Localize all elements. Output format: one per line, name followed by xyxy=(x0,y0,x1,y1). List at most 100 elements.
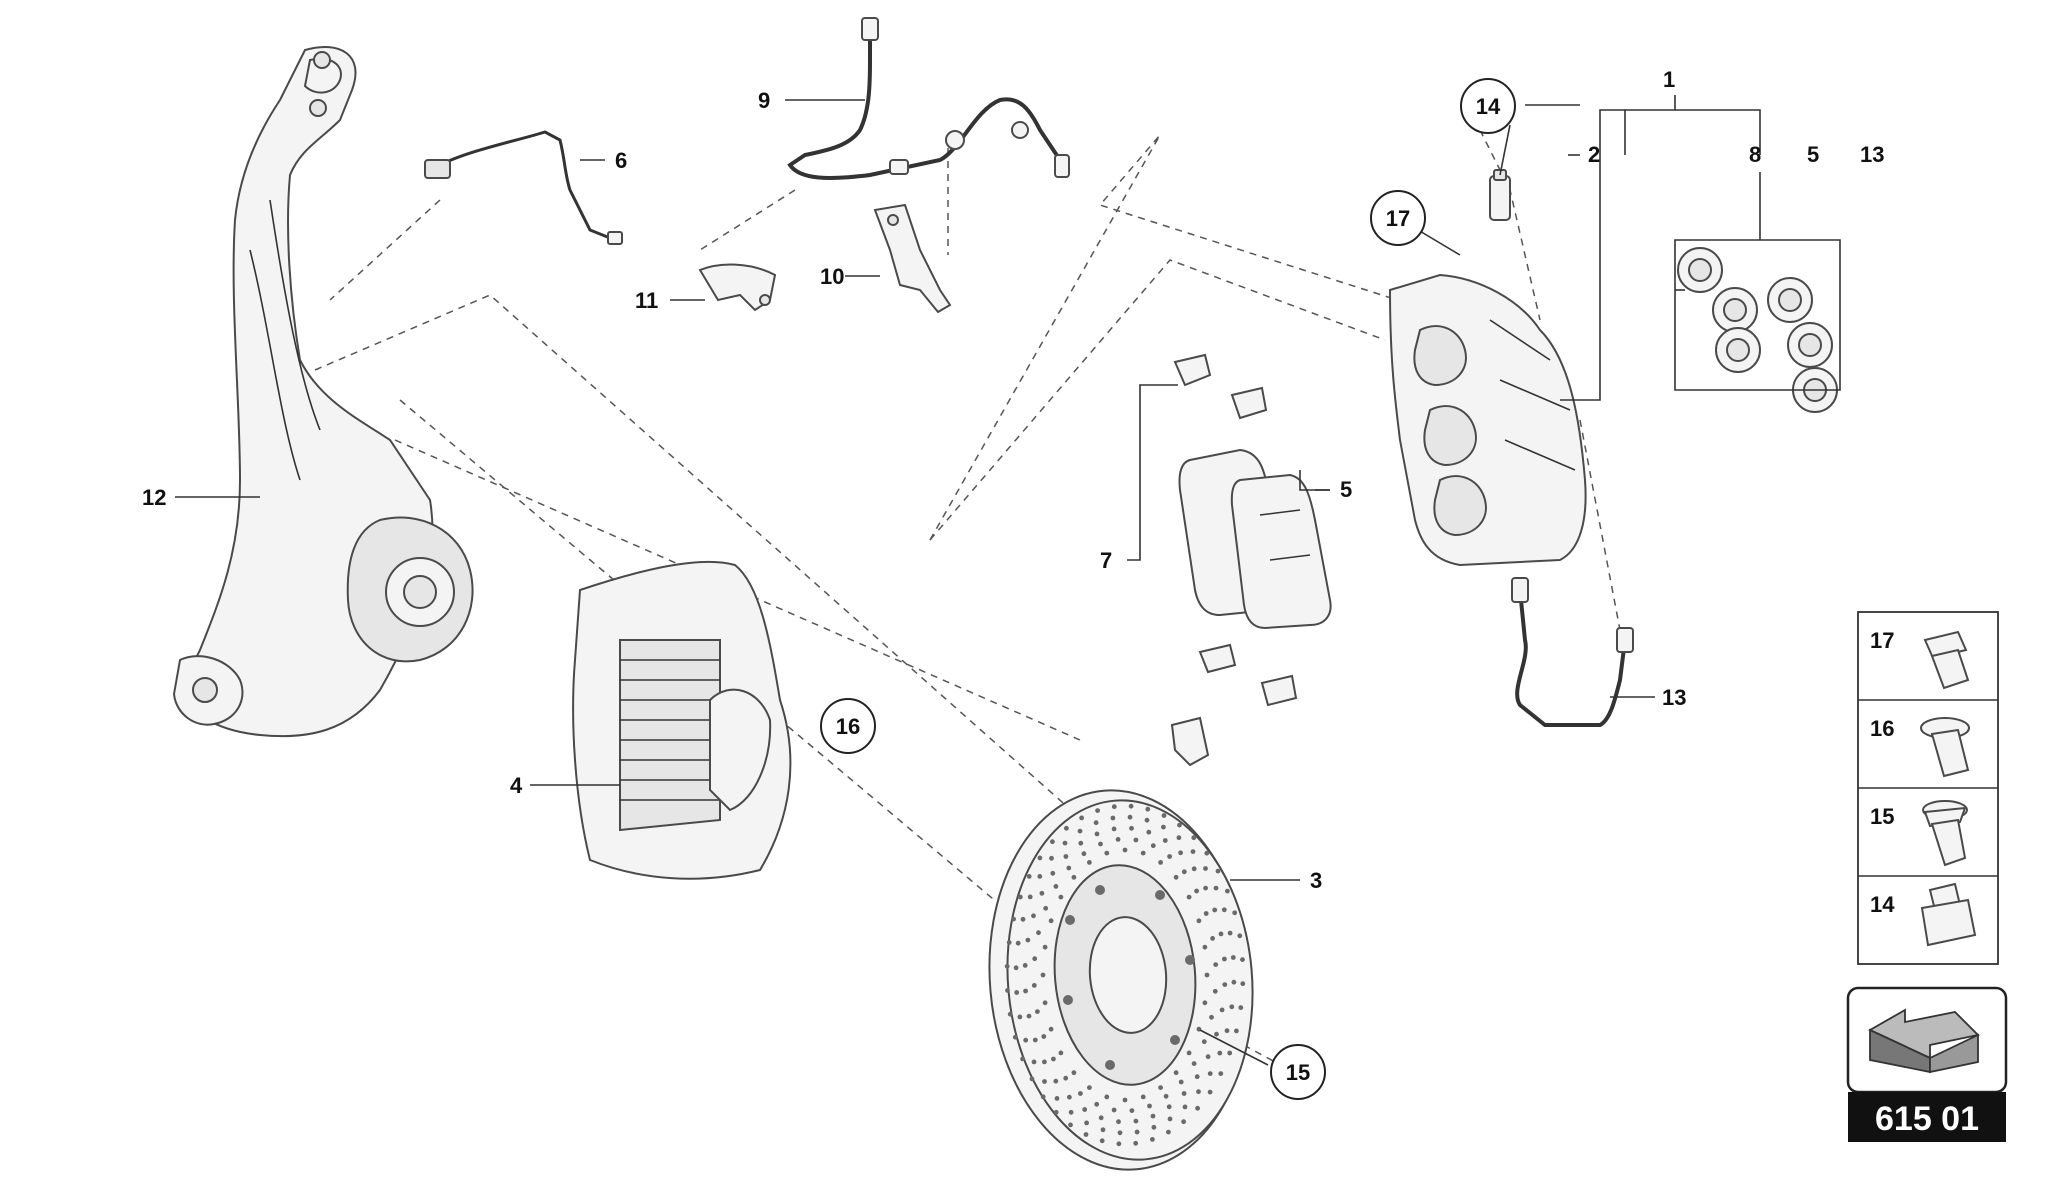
disc-hole xyxy=(1116,1141,1122,1147)
disc-hole xyxy=(1022,963,1028,968)
disc-hole xyxy=(1234,1028,1239,1034)
disc-hole xyxy=(1050,839,1055,845)
hose-bracket xyxy=(873,203,952,314)
disc-hole xyxy=(1214,1031,1219,1037)
disc-hole xyxy=(1158,1085,1163,1090)
disc-hole xyxy=(1067,1094,1072,1100)
disc-hole xyxy=(1202,1000,1208,1006)
disc-hole xyxy=(1031,1059,1037,1065)
disc-hole xyxy=(1078,1091,1083,1096)
disc-hole xyxy=(1194,1074,1200,1080)
disc-hole xyxy=(1182,1104,1188,1110)
disc-hole xyxy=(1194,888,1199,894)
assembly-guide-lines xyxy=(314,129,1621,1071)
steering-knuckle xyxy=(172,45,474,738)
disc-hole xyxy=(1144,817,1150,823)
brake-caliper xyxy=(1388,273,1587,567)
disc-hole xyxy=(1004,963,1010,969)
disc-hole xyxy=(1186,894,1192,900)
disc-hole xyxy=(1162,838,1168,843)
bleed-valve xyxy=(1489,169,1511,221)
orientation-arrow-icon xyxy=(1846,986,2008,1094)
disc-hole xyxy=(1117,1130,1123,1136)
disc-hole xyxy=(1095,808,1100,813)
cross-drilled-holes xyxy=(1004,803,1246,1147)
callout-1: 1 xyxy=(1663,67,1675,92)
callout-labels: 1 2 8 5 13 9 6 10 11 12 5 7 4 3 13 xyxy=(142,67,1884,893)
disc-hole xyxy=(1212,907,1218,913)
callout-9: 9 xyxy=(758,88,770,113)
disc-hole xyxy=(1146,829,1152,835)
disc-hole xyxy=(1231,979,1237,985)
circled-callouts: 14 17 16 15 xyxy=(820,78,1516,1100)
disc-hole xyxy=(1012,1034,1018,1040)
disc-hole xyxy=(1007,1011,1013,1017)
disc-hole xyxy=(1100,1127,1106,1133)
disc-hole xyxy=(1195,1105,1200,1111)
disc-hole xyxy=(1083,1132,1089,1137)
disc-hole xyxy=(1099,1138,1105,1144)
disc-hole xyxy=(1145,806,1151,812)
disc-hole xyxy=(1023,1037,1029,1043)
callout-6: 6 xyxy=(615,148,627,173)
disc-hole xyxy=(1207,1089,1213,1095)
disc-hole xyxy=(1186,1050,1192,1056)
disc-hole xyxy=(1161,824,1166,830)
disc-hole xyxy=(1190,849,1196,854)
disc-hole xyxy=(1014,990,1020,995)
disc-hole xyxy=(1087,1085,1092,1090)
disc-hole xyxy=(1129,1108,1135,1113)
disc-hole xyxy=(1237,933,1243,939)
disc-hole xyxy=(1040,1094,1046,1100)
disc-hole xyxy=(1053,884,1059,889)
disc-hole xyxy=(1122,1097,1128,1103)
disc-hole xyxy=(1128,803,1134,809)
disc-hole xyxy=(1181,1119,1186,1125)
hex-flange-bolt-icon xyxy=(1923,630,1970,690)
disc-hole xyxy=(1048,918,1054,924)
disc-hole xyxy=(1071,1070,1077,1076)
disc-hole xyxy=(1203,911,1209,916)
disc-hole xyxy=(1218,931,1224,937)
disc-hole xyxy=(1042,944,1048,950)
callout-3: 3 xyxy=(1310,868,1322,893)
disc-hole xyxy=(1115,837,1121,842)
disc-hole xyxy=(1191,1061,1197,1066)
disc-hole xyxy=(1111,804,1117,810)
disc-hole xyxy=(1035,1009,1040,1014)
disc-hole xyxy=(1205,1054,1211,1060)
disc-hole xyxy=(1212,988,1218,994)
disc-hole xyxy=(1178,1079,1184,1085)
disc-hole xyxy=(1027,894,1033,900)
circled-callout-16: 16 xyxy=(836,714,860,739)
disc-hole xyxy=(1127,814,1133,820)
disc-hole xyxy=(1032,1037,1038,1043)
disc-hole xyxy=(1167,854,1172,859)
disc-hole xyxy=(1058,1050,1064,1056)
bleed-valve-icon xyxy=(1920,882,1977,947)
disc-hole xyxy=(1207,1071,1213,1076)
disc-hole xyxy=(1166,1129,1171,1135)
disc-hole xyxy=(1058,894,1064,900)
disc-hole xyxy=(1039,890,1045,896)
callout-7: 7 xyxy=(1100,548,1112,573)
disc-hole xyxy=(1037,874,1043,879)
disc-hole xyxy=(1077,828,1083,834)
disc-hole xyxy=(1140,850,1146,856)
disc-hole xyxy=(1163,1093,1169,1099)
disc-hole xyxy=(1053,1078,1059,1084)
disc-hole xyxy=(1082,1107,1088,1112)
disc-hole xyxy=(1147,1103,1152,1109)
disc-hole xyxy=(1093,820,1099,826)
disc-hole xyxy=(1133,1140,1139,1146)
disc-hole xyxy=(1116,1119,1121,1125)
disc-hole xyxy=(1111,1107,1117,1113)
disc-hole xyxy=(1084,1120,1089,1126)
disc-hole xyxy=(1134,1129,1140,1135)
callout-5-kit: 5 xyxy=(1807,142,1819,167)
disc-hole xyxy=(1020,916,1026,922)
disc-hole xyxy=(1064,825,1069,831)
disc-hole xyxy=(1222,956,1227,962)
disc-hole xyxy=(1042,1059,1047,1065)
